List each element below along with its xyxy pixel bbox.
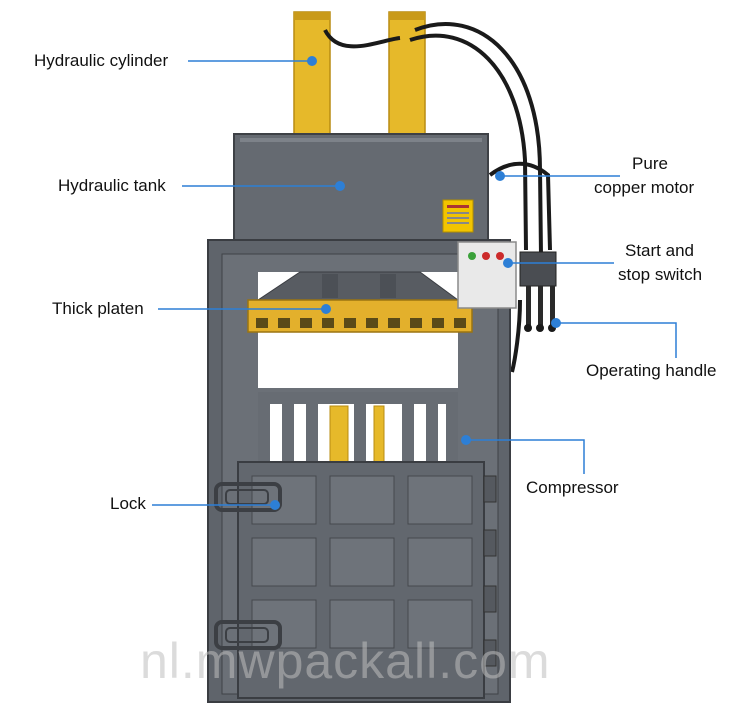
label-copper-motor-line2: copper motor [594, 178, 695, 197]
label-copper-motor-line1: Pure [632, 154, 668, 173]
operating-handles [519, 251, 557, 332]
hydraulic-tank [233, 133, 489, 243]
label-operating-handle: Operating handle [586, 361, 717, 380]
thick-platen [247, 299, 473, 333]
door-locks [214, 482, 282, 650]
hydraulic-cylinders [293, 11, 426, 137]
annotation-leaders [152, 60, 677, 506]
compressor-chamber [258, 392, 458, 465]
watermark: nl.mwpackall.com [140, 633, 551, 689]
label-hydraulic-cylinder: Hydraulic cylinder [34, 51, 169, 70]
annotation-dots [270, 56, 561, 510]
label-switch-line2: stop switch [618, 265, 703, 284]
label-compressor: Compressor [526, 478, 619, 497]
label-lock: Lock [110, 494, 146, 513]
label-hydraulic-tank: Hydraulic tank [58, 176, 166, 195]
control-box [457, 241, 517, 309]
label-switch-line1: Start and [625, 241, 694, 260]
label-thick-platen: Thick platen [52, 299, 144, 318]
hydraulic-hoses [323, 22, 552, 373]
